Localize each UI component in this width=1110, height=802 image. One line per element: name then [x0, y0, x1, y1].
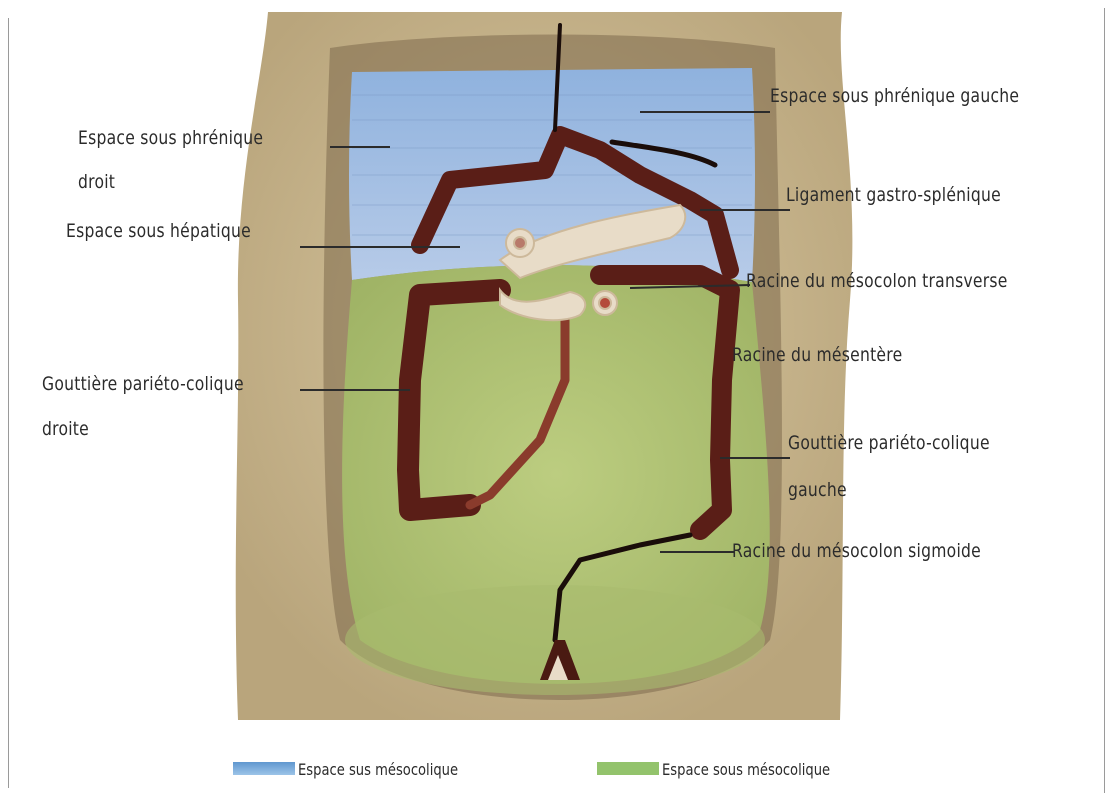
legend-label-sus: Espace sus mésocolique: [298, 762, 458, 778]
legend-swatch-sous: [597, 762, 659, 775]
label-mesentere: Racine du mésentère: [732, 346, 902, 365]
left-border: [8, 18, 9, 788]
label-gouttiere-gauche: Gouttière pariéto-colique: [788, 434, 990, 453]
label-gouttiere-droite: Gouttière pariéto-colique: [42, 375, 244, 394]
label-sous-phrenique-droit: Espace sous phrénique: [78, 129, 263, 148]
label-sous-phrenique-gauche: Espace sous phrénique gauche: [770, 87, 1019, 106]
label-gouttiere-droite-2: droite: [42, 420, 89, 439]
legend-label-sous: Espace sous mésocolique: [662, 762, 830, 778]
label-mesocolon-transverse: Racine du mésocolon transverse: [746, 272, 1008, 291]
label-gouttiere-gauche-2: gauche: [788, 481, 847, 500]
label-gastro-splenique: Ligament gastro-splénique: [786, 186, 1001, 205]
label-mesocolon-sigmoide: Racine du mésocolon sigmoide: [732, 542, 981, 561]
label-sous-hepatique: Espace sous hépatique: [66, 222, 251, 241]
legend-swatch-sus: [233, 762, 295, 775]
label-sous-phrenique-droit-2: droit: [78, 173, 115, 192]
right-border: [1104, 8, 1105, 793]
